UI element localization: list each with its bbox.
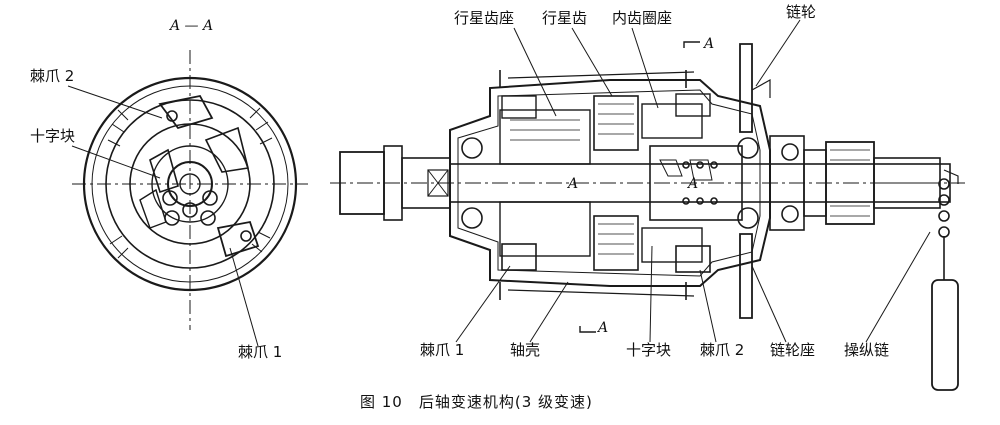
section-mark-bottom: A (598, 320, 609, 336)
label-hub-shell: 轴壳 (510, 341, 541, 359)
section-mark-top: A (704, 36, 715, 52)
main-view-drawing (330, 19, 965, 391)
label-pawl-1: 棘爪 1 (420, 341, 465, 359)
label-cross-block-left: 十字块 (30, 127, 76, 145)
label-control-chain: 操纵链 (844, 341, 890, 359)
figure-caption: 图 10 后轴变速机构(3 级变速) (360, 393, 593, 411)
section-title: A — A (170, 18, 214, 34)
label-pawl-1-left: 棘爪 1 (238, 343, 283, 361)
label-planet-carrier: 行星齿座 (454, 9, 515, 27)
label-planet-gear: 行星齿 (542, 9, 588, 27)
label-pawl-2-left: 棘爪 2 (30, 67, 75, 85)
section-mark-inner-2: A (688, 176, 699, 192)
label-sprocket: 链轮 (786, 3, 817, 21)
section-mark-inner-1: A (568, 176, 579, 192)
label-pawl-2: 棘爪 2 (700, 341, 745, 359)
label-sprocket-seat: 链轮座 (770, 341, 816, 359)
section-view-drawing (67, 50, 308, 347)
label-cross-block: 十字块 (626, 341, 672, 359)
label-ring-gear-seat: 内齿圈座 (612, 9, 673, 27)
